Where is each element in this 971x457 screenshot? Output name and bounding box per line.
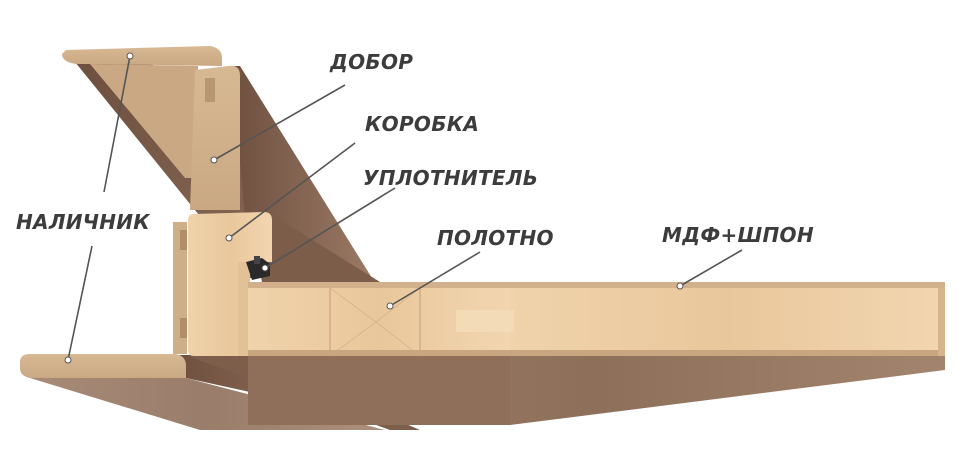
leader-lines (67, 55, 743, 361)
dot-dobor (210, 156, 218, 164)
dot-nalichnik-lower (64, 356, 72, 364)
polotno-door-leaf (248, 282, 945, 425)
leader-line-polotno (389, 251, 481, 307)
label-uplotnitel: УПЛОТНИТЕЛЬ (363, 166, 539, 190)
dot-polotno (386, 302, 394, 310)
leader-dots (64, 52, 684, 364)
dot-uplotnitel (261, 264, 269, 272)
label-polotno: ПОЛОТНО (437, 226, 554, 250)
label-korobka: КОРОБКА (365, 112, 480, 136)
dot-mdf (676, 282, 684, 290)
leader-line-nalichnik-upper (103, 55, 131, 193)
leader-line-dobor (213, 84, 346, 161)
label-mdf-shpon: МДФ+ШПОН (662, 223, 814, 247)
leader-line-mdf (679, 249, 743, 287)
label-nalichnik: НАЛИЧНИК (16, 210, 150, 234)
leader-line-uplotnitel (264, 187, 396, 269)
dot-korobka (225, 234, 233, 242)
uplotnitel-seal (246, 256, 270, 280)
label-dobor: ДОБОР (330, 50, 414, 74)
dot-nalichnik-upper (126, 52, 134, 60)
leader-line-nalichnik-lower (67, 245, 93, 361)
leader-line-korobka (228, 142, 356, 239)
